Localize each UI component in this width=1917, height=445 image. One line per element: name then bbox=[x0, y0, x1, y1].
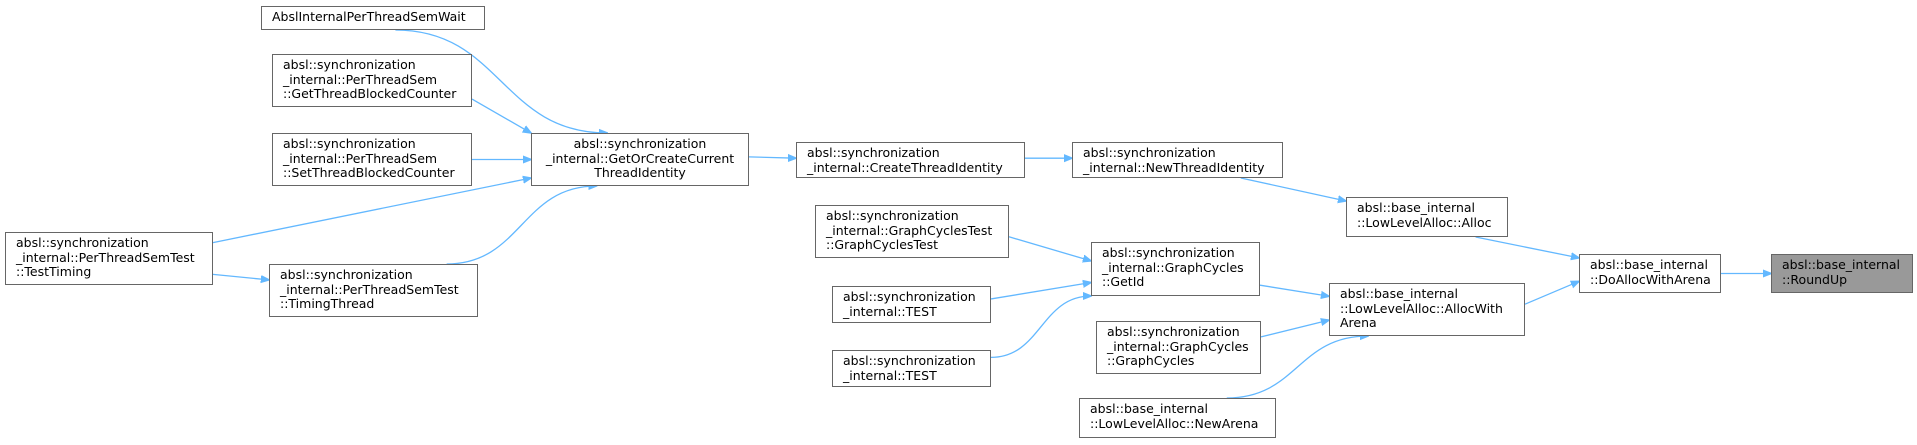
node-absl-internal-per-thread-sem-wait[interactable]: AbslInternalPerThreadSemWait bbox=[261, 6, 485, 30]
edge-n1-to-n6 bbox=[395, 29, 607, 133]
node-new-thread-identity[interactable]: absl::synchronization _internal::NewThre… bbox=[1072, 142, 1283, 178]
node-test-2[interactable]: absl::synchronization _internal::TEST bbox=[832, 350, 991, 387]
node-graph-cycles-get-id[interactable]: absl::synchronization _internal::GraphCy… bbox=[1091, 242, 1260, 296]
node-low-level-alloc-alloc-with-arena[interactable]: absl::base_internal ::LowLevelAlloc::All… bbox=[1329, 283, 1525, 336]
node-graph-cycles-test[interactable]: absl::synchronization _internal::GraphCy… bbox=[815, 205, 1009, 258]
node-test-timing[interactable]: absl::synchronization _internal::PerThre… bbox=[5, 232, 213, 285]
edge-n10-to-n13 bbox=[1008, 236, 1091, 261]
node-set-thread-blocked-counter[interactable]: absl::synchronization _internal::PerThre… bbox=[272, 133, 472, 186]
node-low-level-alloc-new-arena[interactable]: absl::base_internal ::LowLevelAlloc::New… bbox=[1079, 398, 1276, 438]
edge-n16-to-n17 bbox=[1524, 281, 1579, 305]
node-create-thread-identity[interactable]: absl::synchronization _internal::CreateT… bbox=[796, 142, 1025, 178]
edge-n12-to-n13 bbox=[990, 296, 1091, 359]
node-round-up: absl::base_internal ::RoundUp bbox=[1771, 254, 1913, 293]
edge-n4-to-n5 bbox=[212, 273, 269, 280]
edge-n9-to-n17 bbox=[1475, 236, 1579, 258]
edge-n5-to-n6 bbox=[446, 186, 597, 265]
edge-n2-to-n6 bbox=[471, 98, 531, 133]
edge-n4-to-n6 bbox=[212, 178, 531, 244]
edge-n8-to-n9 bbox=[1240, 177, 1346, 201]
node-graph-cycles-constructor[interactable]: absl::synchronization _internal::GraphCy… bbox=[1096, 321, 1261, 374]
node-timing-thread[interactable]: absl::synchronization _internal::PerThre… bbox=[269, 264, 478, 317]
edge-n6-to-n7 bbox=[748, 157, 796, 158]
edge-n13-to-n16 bbox=[1259, 284, 1329, 296]
edge-n15-to-n16 bbox=[1226, 336, 1368, 399]
edge-n14-to-n16 bbox=[1260, 320, 1329, 338]
node-low-level-alloc-alloc[interactable]: absl::base_internal ::LowLevelAlloc::All… bbox=[1346, 197, 1508, 237]
node-test-1[interactable]: absl::synchronization _internal::TEST bbox=[832, 286, 991, 323]
node-do-alloc-with-arena[interactable]: absl::base_internal ::DoAllocWithArena bbox=[1579, 254, 1721, 293]
edge-n11-to-n13 bbox=[990, 283, 1091, 300]
node-get-or-create-current-thread-identity[interactable]: absl::synchronization _internal::GetOrCr… bbox=[531, 133, 749, 186]
node-get-thread-blocked-counter[interactable]: absl::synchronization _internal::PerThre… bbox=[272, 54, 472, 107]
